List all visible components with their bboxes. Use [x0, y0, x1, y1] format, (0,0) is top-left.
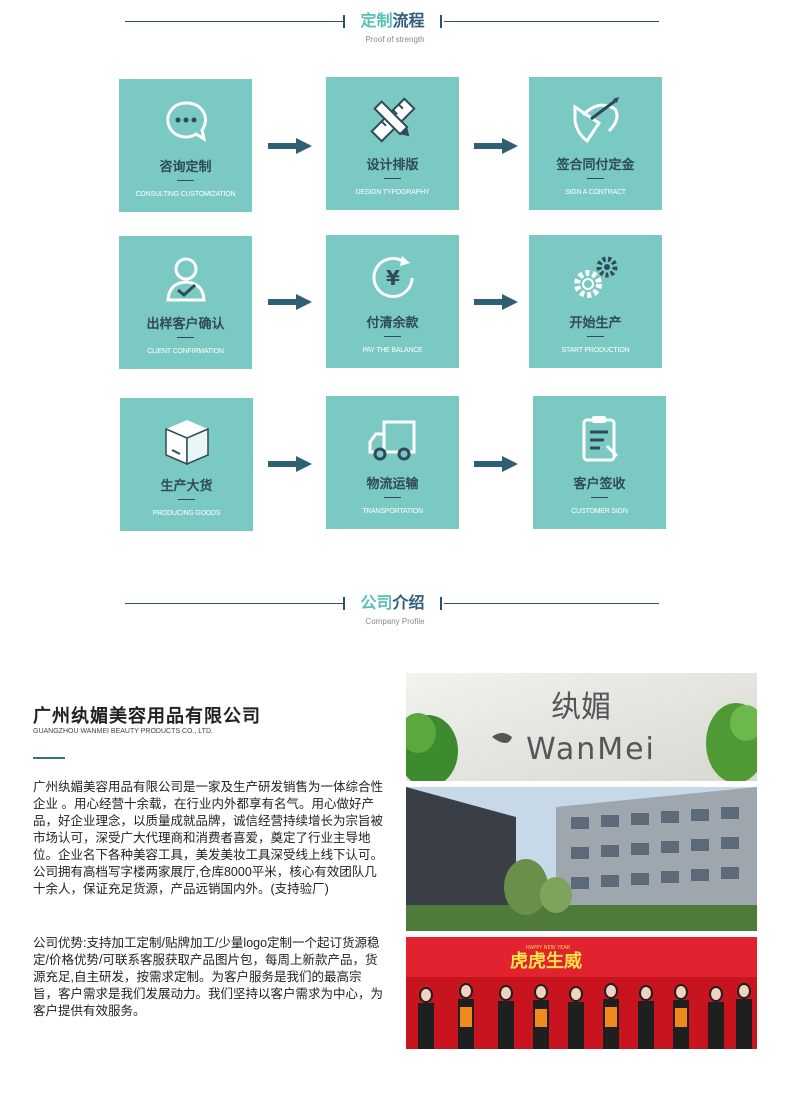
- arrow-right-icon: [474, 138, 518, 154]
- pencil-ruler-icon: [366, 93, 420, 147]
- step-subtitle: PRODUCING GOODS: [152, 510, 221, 517]
- step-tile-contract: 签合同付定金 SIGN A CONTRACT: [529, 77, 662, 210]
- company-rule: [33, 757, 65, 759]
- title-cap-left: [343, 15, 345, 28]
- step-tile-sign: 客户签收 CUSTOMER SIGN: [533, 396, 666, 529]
- arrow-right-icon: [268, 138, 312, 154]
- step-tile-transport: 物流运输 TRANSPORTATION: [326, 396, 459, 529]
- company-intro-paragraph: 广州纨媚美容用品有限公司是一家及生产研发销售为一体综合性企业 。用心经营十余载，…: [33, 780, 384, 896]
- section-subheading: Company Profile: [365, 617, 425, 626]
- step-divider: [177, 180, 194, 181]
- title-rule-right: [444, 603, 659, 604]
- company-name: 广州纨媚美容用品有限公司: [33, 706, 261, 726]
- chat-bubble-icon: [159, 95, 213, 149]
- step-divider: [177, 337, 194, 338]
- step-title: 开始生产: [569, 315, 622, 330]
- company-advantage-paragraph: 公司优势:支持加工定制/贴牌加工/少量logo定制一个起订货源稳定/价格优势/可…: [33, 936, 384, 1018]
- gears-icon: [569, 251, 623, 305]
- section-title-company: 公司介绍 Company Profile: [0, 594, 790, 634]
- title-rule-left: [125, 21, 343, 22]
- step-divider: [587, 336, 604, 337]
- section-heading: 定制流程: [360, 13, 425, 30]
- step-title: 客户签收: [573, 476, 626, 491]
- title-rule-left: [125, 603, 343, 604]
- arrow-right-icon: [474, 294, 518, 310]
- step-subtitle: CONSULTING CUSTOMIZATION: [135, 191, 236, 198]
- logo-wordmark-en: WanMei: [526, 732, 656, 767]
- step-subtitle: TRANSPORTATION: [362, 508, 423, 515]
- step-title: 物流运输: [366, 476, 419, 491]
- step-divider: [178, 499, 195, 500]
- step-tile-design: 设计排版 DESIGN TYPOGRAPHY: [326, 77, 459, 210]
- step-divider: [384, 497, 401, 498]
- step-divider: [384, 336, 401, 337]
- step-title: 生产大货: [160, 478, 213, 493]
- section-title-process: 定制流程 Proof of strength: [0, 12, 790, 52]
- step-tile-production: 开始生产 START PRODUCTION: [529, 235, 662, 368]
- step-title: 咨询定制: [159, 159, 212, 174]
- step-tile-confirmation: 出样客户确认 CLIENT CONFIRMATION: [119, 236, 252, 369]
- title-rule-right: [444, 21, 659, 22]
- signature-pen-icon: [569, 93, 623, 147]
- step-subtitle: SIGN A CONTRACT: [565, 189, 626, 196]
- arrow-right-icon: [268, 456, 312, 472]
- step-subtitle: CLIENT CONFIRMATION: [147, 348, 224, 355]
- team-photo: HAPPY NEW YEAR 虎虎生威: [406, 937, 757, 1049]
- section-subheading: Proof of strength: [365, 35, 425, 44]
- title-cap-right: [440, 15, 442, 28]
- banner-text: 虎虎生威: [510, 950, 582, 972]
- step-subtitle: PAY THE BALANCE: [362, 347, 423, 354]
- arrow-right-icon: [474, 456, 518, 472]
- logo-wordmark-zh: 纨媚: [551, 690, 611, 725]
- step-subtitle: DESIGN TYPOGRAPHY: [355, 189, 430, 196]
- truck-icon: [366, 412, 420, 466]
- step-title: 设计排版: [366, 157, 419, 172]
- title-cap-right: [440, 597, 442, 610]
- company-name-en: GUANGZHOU WANMEI BEAUTY PRODUCTS CO., LT…: [33, 728, 213, 735]
- user-icon: [159, 252, 213, 306]
- step-tile-consulting: 咨询定制 CONSULTING CUSTOMIZATION: [119, 79, 252, 212]
- yen-coin-icon: ¥: [366, 251, 420, 305]
- office-building-photo: [406, 787, 757, 931]
- step-divider: [384, 178, 401, 179]
- clipboard-icon: [573, 412, 627, 466]
- svg-text:¥: ¥: [386, 266, 400, 290]
- step-subtitle: START PRODUCTION: [561, 347, 630, 354]
- step-subtitle: CUSTOMER SIGN: [571, 508, 628, 515]
- logo-wall-photo: 纨媚 WanMei: [406, 673, 757, 781]
- banner-small-text: HAPPY NEW YEAR: [526, 945, 571, 951]
- box-icon: [160, 414, 214, 468]
- section-heading: 公司介绍: [360, 595, 425, 612]
- arrow-right-icon: [268, 294, 312, 310]
- step-tile-balance: ¥ 付清余款 PAY THE BALANCE: [326, 235, 459, 368]
- step-divider: [587, 178, 604, 179]
- step-divider: [591, 497, 608, 498]
- step-title: 出样客户确认: [146, 316, 225, 331]
- step-tile-goods: 生产大货 PRODUCING GOODS: [120, 398, 253, 531]
- step-title: 付清余款: [366, 315, 419, 330]
- title-cap-left: [343, 597, 345, 610]
- step-title: 签合同付定金: [556, 157, 635, 172]
